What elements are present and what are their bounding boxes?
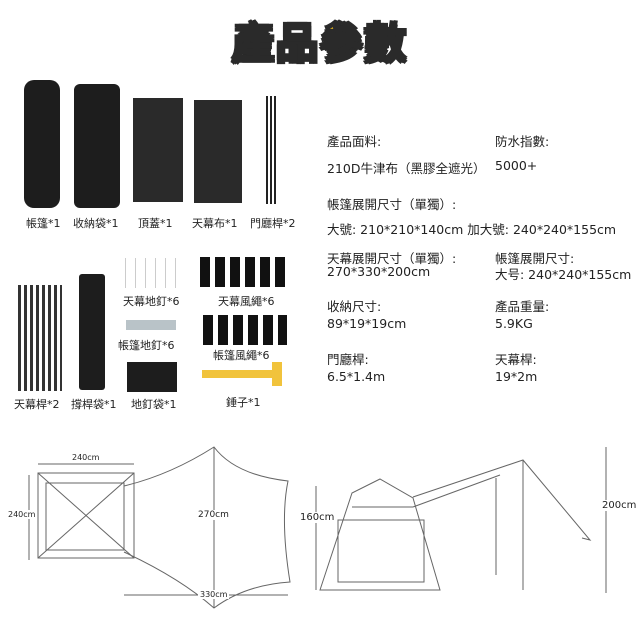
item-label: 錘子*1 bbox=[226, 396, 261, 409]
item-label: 地釘袋*1 bbox=[131, 398, 177, 411]
pole-bag-image bbox=[79, 274, 105, 390]
tent-bag-image bbox=[24, 80, 60, 208]
canopy-stakes-image bbox=[125, 258, 177, 288]
item-label: 天幕風繩*6 bbox=[218, 295, 275, 308]
item-label: 天幕地釘*6 bbox=[123, 295, 180, 308]
hammer-image bbox=[202, 370, 274, 378]
stake-bag-image bbox=[127, 362, 177, 392]
dimension-label: 330cm bbox=[198, 590, 230, 599]
top-view-diagram bbox=[28, 446, 291, 609]
item-label: 帳篷風繩*6 bbox=[213, 349, 270, 362]
spec-label: 帳篷展開尺寸（單獨）: bbox=[327, 197, 457, 212]
porch-poles-image bbox=[266, 96, 276, 204]
canopy-poles-image bbox=[18, 285, 62, 391]
canopy-ropes-image bbox=[200, 257, 286, 287]
spec-value: 6.5*1.4m bbox=[327, 369, 386, 384]
item-label: 頂蓋*1 bbox=[138, 217, 173, 230]
spec-label: 帳篷展開尺寸: bbox=[495, 251, 575, 266]
spec-label: 收納尺寸: bbox=[327, 299, 382, 314]
item-label: 天幕布*1 bbox=[192, 217, 238, 230]
page-title: 產品參數 bbox=[231, 18, 408, 69]
spec-label: 防水指數: bbox=[495, 134, 550, 149]
item-label: 撐桿袋*1 bbox=[71, 398, 117, 411]
side-view-diagram bbox=[315, 447, 607, 593]
dimension-label: 270cm bbox=[198, 510, 229, 520]
item-label: 門廳桿*2 bbox=[250, 217, 296, 230]
dimension-label: 240cm bbox=[70, 453, 102, 462]
spec-label: 天幕桿: bbox=[495, 352, 537, 367]
dimension-label: 240cm bbox=[8, 510, 36, 519]
dimension-label: 200cm bbox=[602, 500, 637, 511]
item-label: 天幕桿*2 bbox=[14, 398, 60, 411]
hammer-head-image bbox=[272, 362, 282, 386]
spec-value: 大號: 210*210*140cm 加大號: 240*240*155cm bbox=[327, 222, 617, 237]
dimension-label: 160cm bbox=[300, 512, 335, 523]
storage-bag-image bbox=[74, 84, 120, 208]
item-label: 收納袋*1 bbox=[73, 217, 119, 230]
canopy-cloth-image bbox=[194, 100, 242, 203]
spec-value: 大号: 240*240*155cm bbox=[495, 267, 632, 282]
top-cover-image bbox=[133, 98, 183, 202]
spec-label: 天幕展開尺寸（單獨）: bbox=[327, 251, 457, 266]
spec-value: 89*19*19cm bbox=[327, 316, 407, 331]
item-label: 帳篷*1 bbox=[26, 217, 61, 230]
item-label: 帳篷地釘*6 bbox=[118, 339, 175, 352]
tent-stakes-image bbox=[126, 320, 176, 330]
spec-label: 產品面料: bbox=[327, 134, 382, 149]
spec-value: 5000+ bbox=[495, 158, 538, 173]
spec-value: 5.9KG bbox=[495, 316, 533, 331]
spec-label: 門廳桿: bbox=[327, 352, 369, 367]
tent-ropes-image bbox=[203, 315, 287, 345]
spec-value: 19*2m bbox=[495, 369, 538, 384]
spec-value: 270*330*200cm bbox=[327, 264, 431, 279]
spec-label: 產品重量: bbox=[495, 299, 550, 314]
spec-value: 210D牛津布（黑膠全遮光） bbox=[327, 161, 486, 176]
